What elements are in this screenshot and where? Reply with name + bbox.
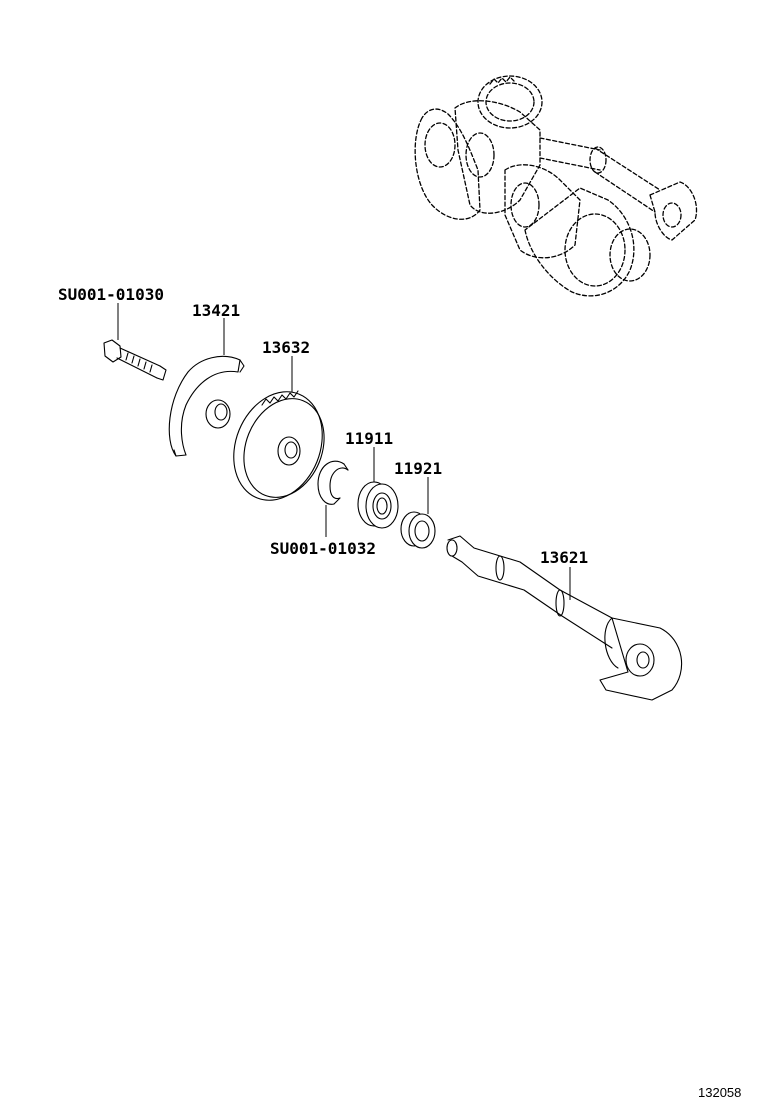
- driven-gear-illustration: [233, 390, 325, 501]
- spacer-illustration: [400, 511, 436, 549]
- crankshaft-assembly-illustration: [414, 75, 698, 297]
- label-bolt-part-number: SU001-01030: [58, 285, 164, 304]
- label-bearing-part-number: 11911: [345, 429, 393, 448]
- leader-lines: [117, 303, 571, 600]
- snap-ring-illustration: [317, 460, 349, 505]
- weight-plate-illustration: [168, 355, 245, 457]
- label-driven-gear-part-number: 13632: [262, 338, 310, 357]
- label-snap-ring-part-number: SU001-01032: [270, 539, 376, 558]
- balance-shaft-illustration: [446, 535, 683, 701]
- label-spacer-part-number: 11921: [394, 459, 442, 478]
- figure-code: 132058: [698, 1085, 741, 1100]
- label-balance-shaft-part-number: 13621: [540, 548, 588, 567]
- bearing-illustration: [357, 481, 399, 529]
- bolt-illustration: [103, 339, 167, 381]
- label-weight-plate-part-number: 13421: [192, 301, 240, 320]
